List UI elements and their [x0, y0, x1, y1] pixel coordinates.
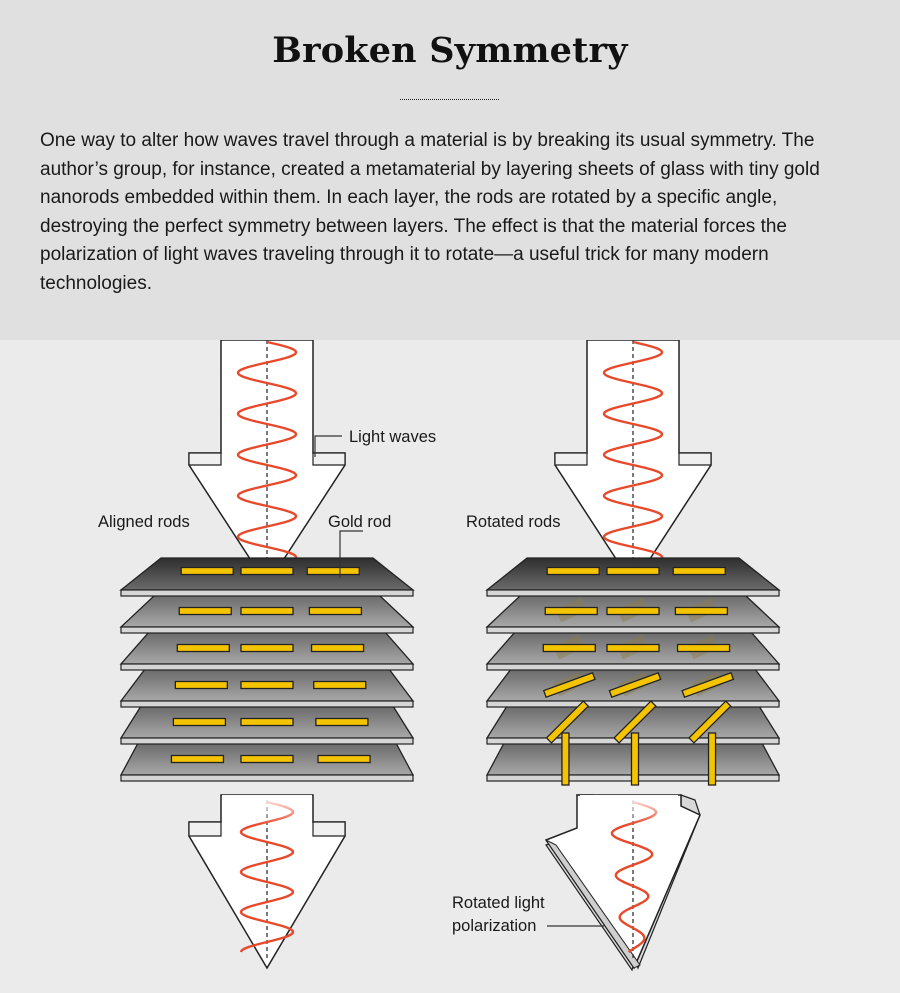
gold-rod — [170, 754, 225, 764]
broken-symmetry-diagram: Light waves Aligned rods Gold rod Rotate… — [98, 340, 781, 972]
gold-rod — [542, 643, 596, 653]
gold-rod — [317, 754, 371, 764]
gold-rod — [613, 700, 657, 744]
gold-rod — [310, 643, 365, 653]
rotated-rods-stack — [485, 557, 781, 786]
page-title: Broken Symmetry — [272, 30, 628, 71]
rotated-rods-label: Rotated rods — [466, 513, 560, 531]
rotated-light-label-line1: Rotated light — [452, 894, 545, 912]
light-waves-leader — [314, 435, 342, 457]
gold-rod — [240, 606, 294, 616]
gold-rod — [606, 566, 660, 576]
gold-rod — [308, 606, 363, 616]
gold-rod — [313, 680, 367, 690]
caption-text: One way to alter how waves travel throug… — [40, 130, 820, 294]
light-wave-in-left — [236, 340, 298, 567]
left-incoming-arrow — [188, 340, 346, 587]
left-outgoing-arrow — [188, 794, 346, 970]
aligned-rods-stack — [119, 557, 415, 782]
right-incoming-arrow — [554, 340, 712, 587]
gold-rod — [180, 566, 234, 576]
gold-rod — [174, 680, 229, 690]
gold-rod — [672, 566, 726, 576]
gold-rod — [630, 732, 640, 786]
gold-rod — [546, 566, 600, 576]
right-outgoing-arrow-rotated — [544, 794, 701, 972]
gold-rod — [178, 606, 232, 616]
rotated-light-label-line2: polarization — [452, 917, 536, 935]
gold-rod — [545, 700, 590, 744]
gold-rod — [315, 717, 369, 727]
gold-rod — [608, 671, 662, 699]
aligned-rods-label: Aligned rods — [98, 513, 190, 531]
gold-rod — [306, 566, 360, 576]
gold-rod — [240, 566, 294, 576]
gold-rod — [676, 643, 731, 653]
gold-rod — [606, 606, 660, 616]
gold-rod — [688, 700, 732, 744]
gold-rod — [240, 754, 294, 764]
gold-rod — [674, 606, 729, 616]
gold-rod — [240, 680, 294, 690]
light-wave-in-right — [602, 340, 664, 567]
gold-rod — [172, 717, 227, 727]
light-wave-out-left — [239, 800, 295, 953]
gold-rod — [707, 732, 717, 786]
gold-rod — [561, 732, 570, 786]
header-panel: Broken Symmetry One way to alter how wav… — [0, 0, 900, 340]
gold-rod — [544, 606, 598, 616]
gold-rod-label: Gold rod — [328, 513, 391, 531]
aligned-glass-sheet — [119, 557, 415, 597]
gold-rod — [240, 643, 294, 653]
title-divider — [400, 99, 499, 100]
light-wave-out-right — [610, 800, 658, 953]
gold-rod — [681, 671, 735, 699]
rotated-glass-sheet — [485, 557, 781, 597]
gold-rod — [240, 717, 294, 727]
gold-rod — [542, 671, 596, 699]
light-waves-label: Light waves — [349, 428, 436, 446]
gold-rod — [176, 643, 230, 653]
gold-rod — [606, 643, 660, 653]
gold-rod-leader — [339, 530, 363, 578]
